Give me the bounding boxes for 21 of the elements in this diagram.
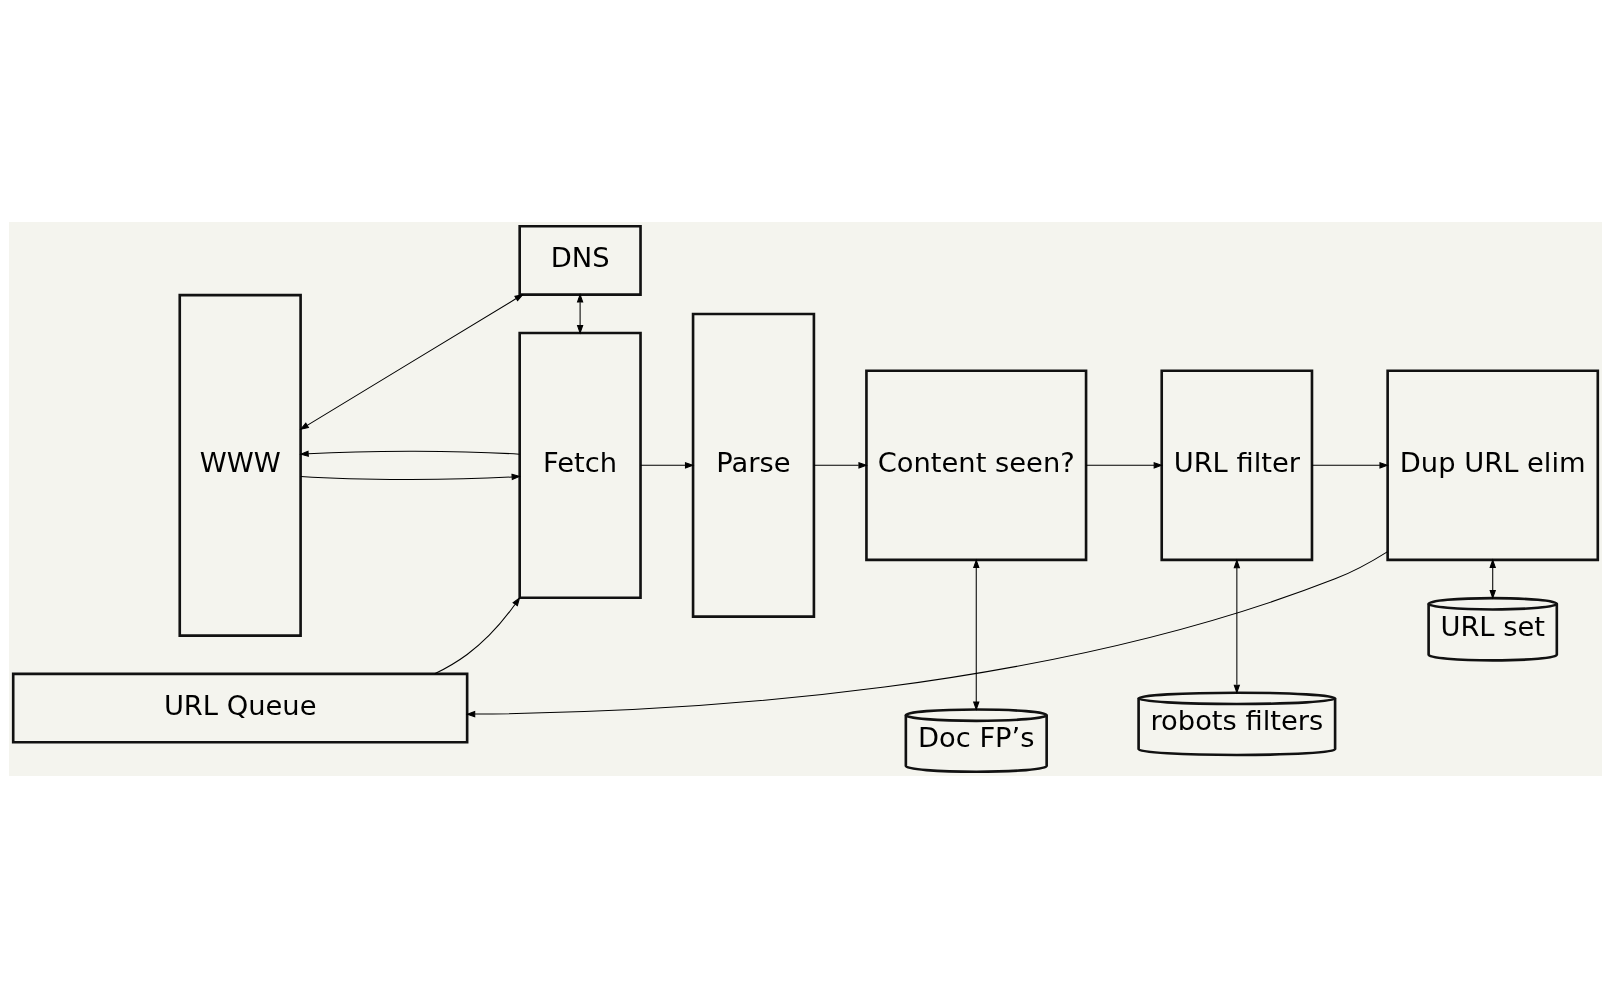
arrow bbox=[299, 473, 521, 481]
arrow bbox=[465, 551, 1388, 718]
node-box: DNS bbox=[517, 224, 642, 296]
node-box: URL filter bbox=[1159, 369, 1313, 562]
node-box: Dup URL elim bbox=[1385, 369, 1599, 562]
arrow bbox=[812, 462, 868, 469]
arrow bbox=[972, 558, 980, 712]
arrow bbox=[1310, 462, 1389, 469]
arrow bbox=[1488, 558, 1496, 600]
arrow bbox=[299, 293, 524, 430]
arrow bbox=[298, 450, 520, 458]
arrow bbox=[639, 462, 694, 469]
node-box: WWW bbox=[177, 293, 302, 637]
arrow bbox=[1233, 558, 1240, 695]
arrow bbox=[1085, 462, 1163, 469]
node-box: Content seen? bbox=[864, 369, 1087, 562]
node-box: URL Queue bbox=[11, 672, 468, 744]
node-box: Fetch bbox=[517, 331, 642, 600]
arrow bbox=[433, 596, 520, 675]
arrow bbox=[576, 293, 583, 335]
node-box: Parse bbox=[691, 312, 815, 618]
